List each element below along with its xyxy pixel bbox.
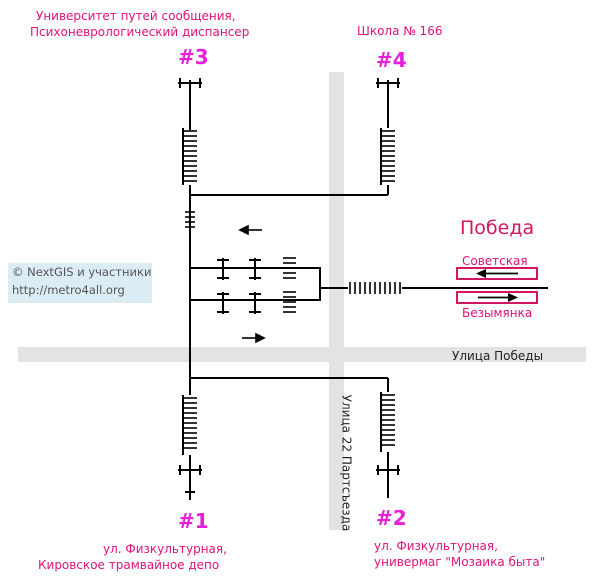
exit-1-number: #1	[178, 509, 209, 533]
exit-3-desc-line1: Университет путей сообщения,	[36, 9, 236, 23]
exit-3-stairs	[178, 78, 202, 195]
exit-2-desc-line2: универмаг "Мозаика быта"	[374, 555, 546, 569]
vestibule-stairs	[283, 257, 296, 313]
inner-stairs	[185, 211, 195, 228]
exit-3-number: #3	[178, 45, 209, 69]
line-label-sovetskaya: Советская	[462, 254, 528, 268]
exit-1-stairs	[178, 395, 202, 500]
credits-copyright: © NextGIS и участники	[12, 265, 152, 279]
credits-box: © NextGIS и участники http://metro4all.o…	[8, 263, 152, 303]
street-label-22-partsezda: Улица 22 Партсъезда	[339, 394, 354, 532]
exit-2-desc-line1: ул. Физкультурная,	[374, 539, 498, 553]
street-22-partsezda	[329, 72, 344, 530]
line-label-bezymyanka: Безымянка	[462, 306, 533, 320]
exit-1-desc-line1: ул. Физкультурная,	[103, 542, 227, 556]
street-label-pobedy: Улица Победы	[452, 349, 544, 363]
street-pobedy	[18, 347, 586, 362]
exit-4-desc-line1: Школа № 166	[357, 24, 443, 38]
turnstiles	[217, 258, 261, 314]
exit-2-stairs	[376, 392, 400, 498]
direction-arrows	[238, 224, 266, 344]
track-sovetskaya	[456, 267, 538, 280]
exit-4-number: #4	[376, 48, 407, 72]
exit-3-desc-line2: Психоневрологический диспансер	[30, 25, 250, 39]
exit-4-stairs	[376, 78, 400, 185]
exit-1-desc-line2: Кировское трамвайное депо	[38, 558, 220, 572]
exit-2-number: #2	[376, 506, 407, 530]
track-bezymyanka	[456, 291, 538, 304]
credits-url[interactable]: http://metro4all.org	[12, 283, 125, 297]
station-name: Победа	[460, 217, 535, 239]
platform-stairs	[349, 282, 401, 294]
